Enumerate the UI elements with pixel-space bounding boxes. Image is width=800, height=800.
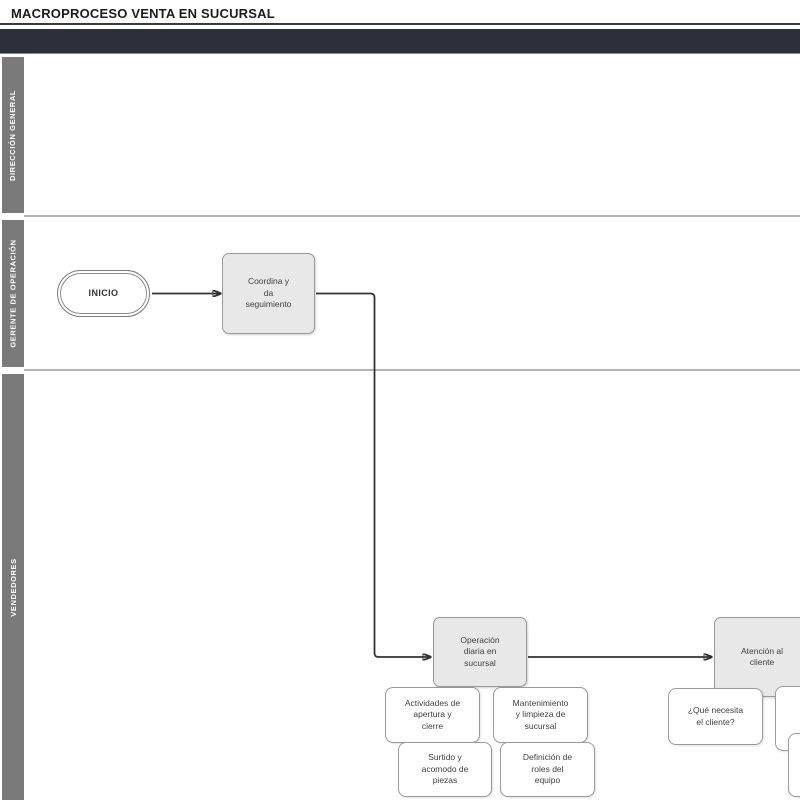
- lane-vendedores: VENDEDORES: [2, 374, 24, 800]
- node-inicio: INICIO: [57, 270, 150, 317]
- node-label: Surtido y acomodo de piezas: [421, 752, 469, 786]
- page-title: MACROPROCESO VENTA EN SUCURSAL: [11, 6, 275, 21]
- node-label: INICIO: [88, 288, 119, 299]
- lane-direccion-general: DIRECCIÓN GENERAL: [2, 57, 24, 213]
- lane-divider-1: [24, 215, 800, 217]
- lane-label: GERENTE DE OPERACIÓN: [8, 239, 18, 348]
- lane-divider-2: [24, 369, 800, 371]
- node-definicion-roles-equipo: Definición de roles del equipo: [500, 742, 595, 797]
- node-partial-right-1: [775, 686, 800, 751]
- node-label: Mantenimiento y limpieza de sucursal: [512, 697, 569, 731]
- node-que-necesita-el-cliente: ¿Qué necesita el cliente?: [668, 688, 763, 745]
- node-label: Actividades de apertura y cierre: [404, 697, 461, 731]
- node-operacion-diaria-en-sucursal: Operación diaria en sucursal: [433, 617, 527, 687]
- connector-coordina-operacion: [316, 292, 431, 658]
- lane-label: DIRECCIÓN GENERAL: [8, 89, 18, 181]
- lane-label: VENDEDORES: [8, 557, 18, 617]
- node-label: Coordina y da seguimiento: [245, 276, 292, 310]
- node-mantenimiento-limpieza: Mantenimiento y limpieza de sucursal: [493, 687, 588, 743]
- lane-gerente-operacion: GERENTE DE OPERACIÓN: [2, 220, 24, 367]
- node-coordina-y-da-seguimiento: Coordina y da seguimiento: [222, 253, 315, 334]
- node-actividades-apertura-cierre: Actividades de apertura y cierre: [385, 687, 480, 743]
- node-label: ¿Qué necesita el cliente?: [687, 705, 744, 727]
- node-surtido-acomodo-piezas: Surtido y acomodo de piezas: [398, 742, 492, 797]
- title-divider: [0, 23, 800, 25]
- node-atencion-al-cliente: Atención al cliente: [714, 617, 800, 697]
- node-partial-right-2: [788, 733, 800, 797]
- node-label: Atención al cliente: [740, 645, 784, 667]
- node-label: Definición de roles del equipo: [522, 752, 573, 786]
- node-label: Operación diaria en sucursal: [460, 634, 500, 668]
- pool-header-bar: [0, 29, 800, 54]
